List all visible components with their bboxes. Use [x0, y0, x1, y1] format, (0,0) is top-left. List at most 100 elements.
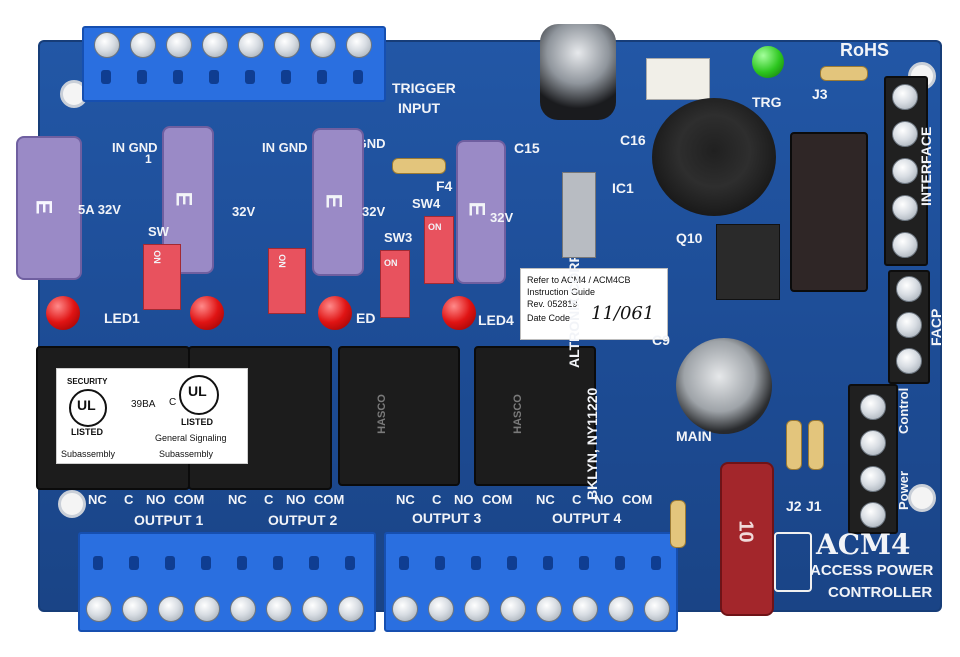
- terminal-screw: [202, 32, 228, 58]
- terminal-wire-opening: [209, 70, 219, 84]
- led1-label: LED1: [104, 310, 140, 326]
- terminal-wire-opening: [165, 556, 175, 570]
- ul-logo-icon: [179, 375, 219, 415]
- sticker-line: Rev. 052819: [527, 299, 578, 309]
- fuse-rating: 5A 32V: [78, 202, 121, 217]
- terminal-screw: [130, 32, 156, 58]
- main-fuse: [720, 462, 774, 616]
- terminal-screw: [892, 121, 918, 147]
- terminal-wire-opening: [435, 556, 445, 570]
- resistor: [808, 420, 824, 470]
- terminal-wire-opening: [129, 556, 139, 570]
- terminal-screw: [392, 596, 418, 622]
- contact-label-no: NO: [286, 492, 306, 507]
- sw3-label: SW3: [384, 230, 413, 245]
- c-text: C: [169, 397, 177, 408]
- terminal-screw: [892, 232, 918, 258]
- dip-switch[interactable]: [380, 250, 410, 318]
- terminal-screw: [86, 596, 112, 622]
- terminal-wire-opening: [281, 70, 291, 84]
- j2-label: J2: [786, 498, 802, 514]
- terminal-wire-opening: [651, 556, 661, 570]
- contact-label-nc: NC: [88, 492, 107, 507]
- j1-label: J1: [806, 498, 822, 514]
- resistor: [786, 420, 802, 470]
- terminal-screw: [158, 596, 184, 622]
- terminal-screw: [860, 394, 886, 420]
- terminal-screw: [230, 596, 256, 622]
- sw4-label: SW4: [412, 196, 441, 211]
- general-signaling-text: General Signaling: [155, 433, 227, 443]
- trg-label: TRG: [752, 94, 782, 110]
- terminal-screw: [892, 158, 918, 184]
- contact-label-no: NO: [146, 492, 166, 507]
- terminal-screw: [860, 502, 886, 528]
- subtitle-line2: CONTROLLER: [828, 584, 933, 601]
- rohs-label: RoHS: [840, 40, 889, 60]
- terminal-screw: [536, 596, 562, 622]
- contact-label-nc: NC: [396, 492, 415, 507]
- dip-switch[interactable]: [143, 244, 181, 310]
- fuse-letter: E: [464, 201, 490, 217]
- c16-label: C16: [620, 132, 646, 148]
- switch-on-label: ON: [428, 222, 442, 232]
- terminal-wire-opening: [237, 556, 247, 570]
- terminal-screw: [122, 596, 148, 622]
- terminal-screw: [310, 32, 336, 58]
- terminal-wire-opening: [353, 70, 363, 84]
- terminal-screw: [896, 312, 922, 338]
- inductor: [652, 98, 776, 216]
- terminal-screw: [274, 32, 300, 58]
- control-label: Control: [896, 387, 911, 434]
- terminal-screw: [500, 596, 526, 622]
- output-2-label: OUTPUT 2: [268, 512, 338, 528]
- terminal-screw: [572, 596, 598, 622]
- ul-logo-icon: [69, 389, 107, 427]
- subassembly-text: Subassembly: [159, 449, 214, 459]
- terminal-wire-opening: [93, 556, 103, 570]
- contact-label-com: COM: [622, 492, 653, 507]
- terminal-screw: [896, 348, 922, 374]
- contact-label-c: C: [124, 492, 134, 507]
- subtitle-line1: ACCESS POWER: [810, 562, 934, 579]
- terminal-wire-opening: [245, 70, 255, 84]
- model-name: ACM4: [816, 528, 911, 561]
- terminal-wire-opening: [273, 556, 283, 570]
- contact-label-c: C: [572, 492, 582, 507]
- green-led: [752, 46, 784, 78]
- terminal-screw: [346, 32, 372, 58]
- mounting-hole: [58, 490, 86, 518]
- terminal-screw: [464, 596, 490, 622]
- switch-on-label: ON: [276, 254, 287, 268]
- terminal-wire-opening: [615, 556, 625, 570]
- relay: [474, 346, 596, 486]
- capacitor: [676, 338, 772, 434]
- contact-label-com: COM: [314, 492, 345, 507]
- fuse-rating: 32V: [490, 210, 514, 225]
- ul-label: SECURITY UL LISTED Subassembly 39BA C UL…: [56, 368, 248, 464]
- security-text: SECURITY: [67, 377, 108, 386]
- dip-switch[interactable]: [424, 216, 454, 284]
- dip-switch[interactable]: [268, 248, 306, 314]
- fuse-letter: E: [171, 191, 197, 207]
- output-4-label: OUTPUT 4: [552, 510, 622, 526]
- c15-label: C15: [514, 140, 540, 156]
- contact-label-c: C: [432, 492, 442, 507]
- terminal-wire-opening: [399, 556, 409, 570]
- contact-label-nc: NC: [536, 492, 555, 507]
- fuse-rating: 32V: [362, 204, 386, 219]
- terminal-wire-opening: [579, 556, 589, 570]
- terminal-screw: [860, 430, 886, 456]
- ic1-label: IC1: [612, 180, 634, 196]
- terminal-screw: [194, 596, 220, 622]
- in-gnd-label: IN GND: [262, 140, 308, 155]
- interface-label: INTERFACE: [918, 126, 934, 206]
- switch-on-label: ON: [151, 250, 162, 264]
- listed-text: LISTED: [71, 427, 104, 437]
- main-fuse-rating: 10: [734, 520, 757, 543]
- terminal-screw: [608, 596, 634, 622]
- fuse: [456, 140, 506, 284]
- trigger-label: TRIGGER: [392, 80, 456, 96]
- ul-code: 39BA: [131, 399, 156, 410]
- resistor: [392, 158, 446, 174]
